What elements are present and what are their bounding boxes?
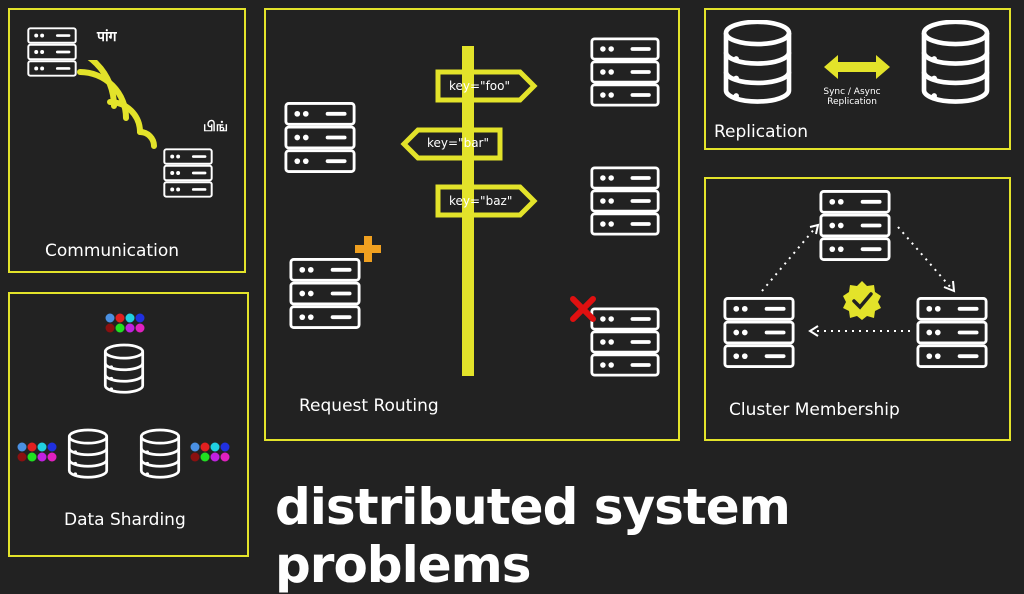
communication-panel: [8, 8, 246, 273]
signpost-icon: [400, 46, 538, 376]
sharding-panel: [8, 292, 249, 557]
sign-baz: key="baz": [449, 194, 513, 208]
shard-dots-icon: [190, 442, 230, 462]
membership-label: Cluster Membership: [729, 400, 900, 420]
membership-arrows-icon: [761, 223, 956, 337]
database-icon: [139, 428, 181, 479]
plus-icon: [355, 236, 381, 262]
database-icon: [918, 20, 993, 108]
routing-label: Request Routing: [299, 396, 439, 416]
sign-bar: key="bar": [427, 136, 490, 150]
verified-badge-icon: [843, 281, 881, 320]
shard-dots-icon: [17, 442, 57, 462]
ping-text: பிங்: [203, 119, 229, 135]
communication-label: Communication: [45, 241, 179, 261]
server-icon: [590, 307, 660, 377]
routing-panel: [264, 8, 680, 441]
database-icon: [103, 343, 145, 394]
server-icon: [289, 257, 361, 330]
sync-async-text: Sync / Async Replication: [823, 87, 881, 107]
server-icon: [163, 148, 213, 198]
signal-waves-icon: [77, 60, 157, 149]
double-arrow-icon: [824, 55, 890, 79]
sign-foo: key="foo": [449, 79, 511, 93]
replication-label: Replication: [714, 122, 809, 142]
membership-panel: [704, 177, 1011, 441]
server-icon: [590, 37, 660, 107]
server-icon: [284, 101, 356, 174]
database-icon: [67, 428, 109, 479]
page-title: distributed system problems: [275, 478, 791, 594]
pong-text: पांग: [97, 29, 117, 45]
sharding-label: Data Sharding: [64, 510, 186, 530]
cross-icon: [570, 296, 596, 322]
replication-panel: [704, 8, 1011, 150]
shard-dots-icon: [105, 313, 145, 333]
database-icon: [720, 20, 795, 108]
server-icon: [590, 166, 660, 236]
